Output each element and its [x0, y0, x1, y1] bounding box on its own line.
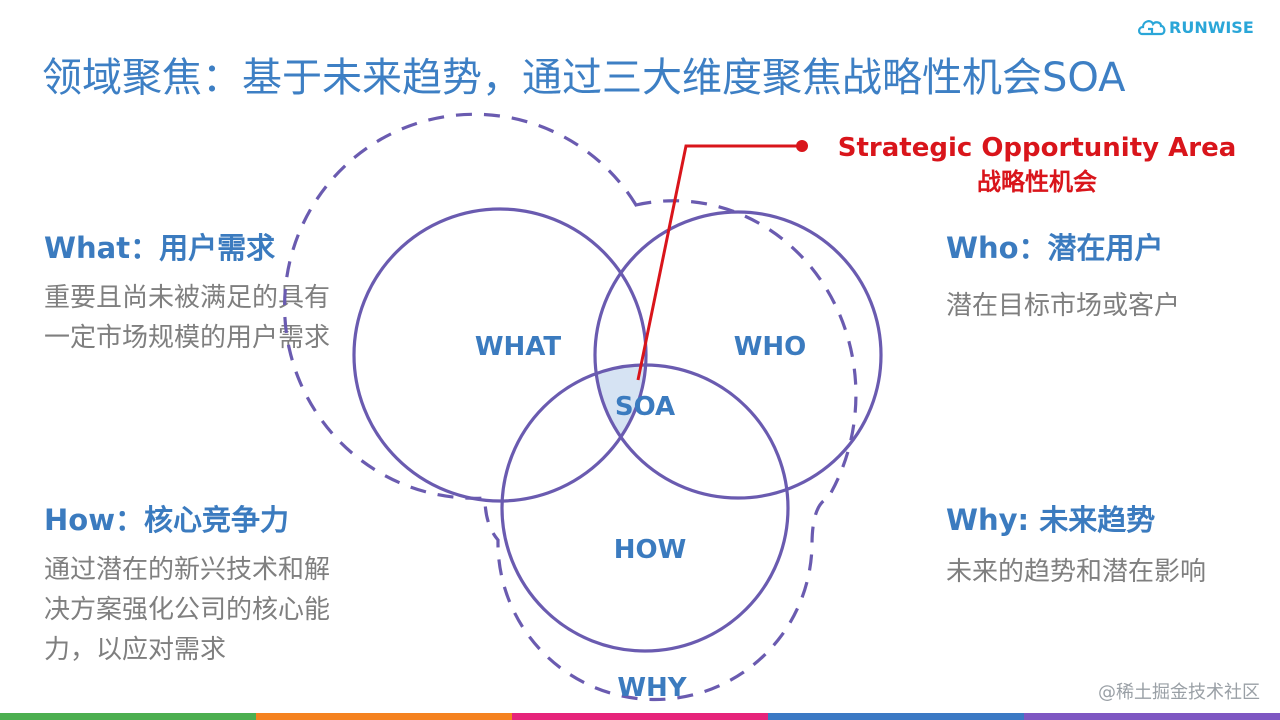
callout-subtitle: 战略性机会: [977, 168, 1097, 196]
callout-title: Strategic Opportunity Area: [838, 133, 1237, 163]
who-heading: Who：潜在用户: [946, 231, 1164, 265]
bar-purple: [1024, 713, 1280, 720]
bar-orange: [256, 713, 512, 720]
what-circle: [352, 207, 648, 503]
why-label: WHY: [617, 673, 687, 703]
what-label: WHAT: [475, 332, 562, 362]
who-label: WHO: [734, 332, 807, 362]
who-circle: [593, 210, 883, 500]
callout-line: [636, 144, 802, 381]
bar-blue: [768, 713, 1024, 720]
page-title: 领域聚焦：基于未来趋势，通过三大维度聚焦战略性机会SOA: [42, 55, 1126, 101]
who-description: 潜在目标市场或客户: [946, 291, 1181, 321]
bar-green: [0, 713, 256, 720]
watermark: @稀土掘金技术社区: [1098, 682, 1260, 703]
why-boundary: [283, 112, 858, 702]
how-circle: [500, 363, 790, 653]
how-description: 通过潜在的新兴技术和解决方案强化公司的核心能力，以应对需求: [44, 555, 331, 665]
soa-label: SOA: [615, 392, 675, 422]
logo-text: RUNWISE: [1169, 17, 1254, 37]
how-heading: How：核心竞争力: [44, 503, 289, 537]
cloud-icon: [1138, 20, 1166, 36]
why-heading: Why: 未来趋势: [946, 503, 1156, 537]
why-description: 未来的趋势和潜在影响: [946, 557, 1207, 587]
runwise-logo: RUNWISE: [1138, 12, 1258, 42]
footer-color-bars: [0, 713, 1280, 720]
bar-pink: [512, 713, 768, 720]
what-description: 重要且尚未被满足的具有一定市场规模的用户需求: [44, 283, 331, 353]
callout-dot: [796, 140, 808, 152]
how-label: HOW: [614, 535, 687, 565]
what-heading: What：用户需求: [44, 231, 276, 265]
